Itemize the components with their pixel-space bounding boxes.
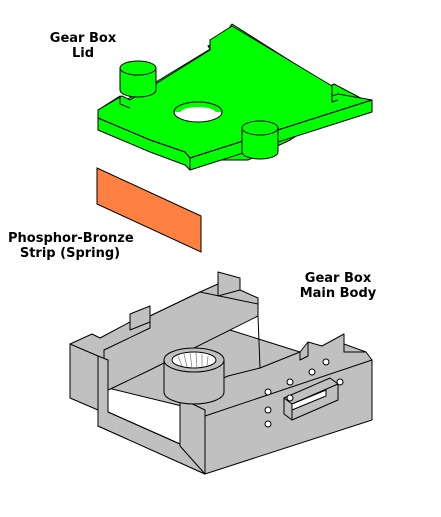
lid-label-line2: Lid (71, 46, 95, 61)
body-bushing (163, 347, 225, 405)
body-connector (283, 377, 339, 421)
body-right-wall-face (179, 397, 206, 475)
body-back-wall-face (103, 291, 259, 393)
lid-bushing-left (119, 60, 157, 98)
main-body-label-line2: Main Body (299, 286, 377, 301)
gear-box-main-body (69, 271, 373, 475)
body-screw-holes (264, 358, 344, 428)
lid-label-line1: Gear Box (49, 31, 117, 46)
strip-label-line1: Phosphor-Bronze (8, 231, 134, 246)
lid-bushing-right (241, 120, 279, 160)
strip-label-line2: Strip (Spring) (19, 246, 121, 261)
gear-box-lid (97, 23, 373, 171)
strip-label: Phosphor-Bronze Strip (Spring) (8, 231, 134, 261)
main-body-label: Gear Box Main Body (296, 271, 380, 301)
body-left-block-face (69, 343, 99, 411)
lid-label: Gear Box Lid (48, 31, 118, 61)
main-body-label-line1: Gear Box (304, 271, 372, 286)
phosphor-bronze-strip (96, 167, 202, 253)
